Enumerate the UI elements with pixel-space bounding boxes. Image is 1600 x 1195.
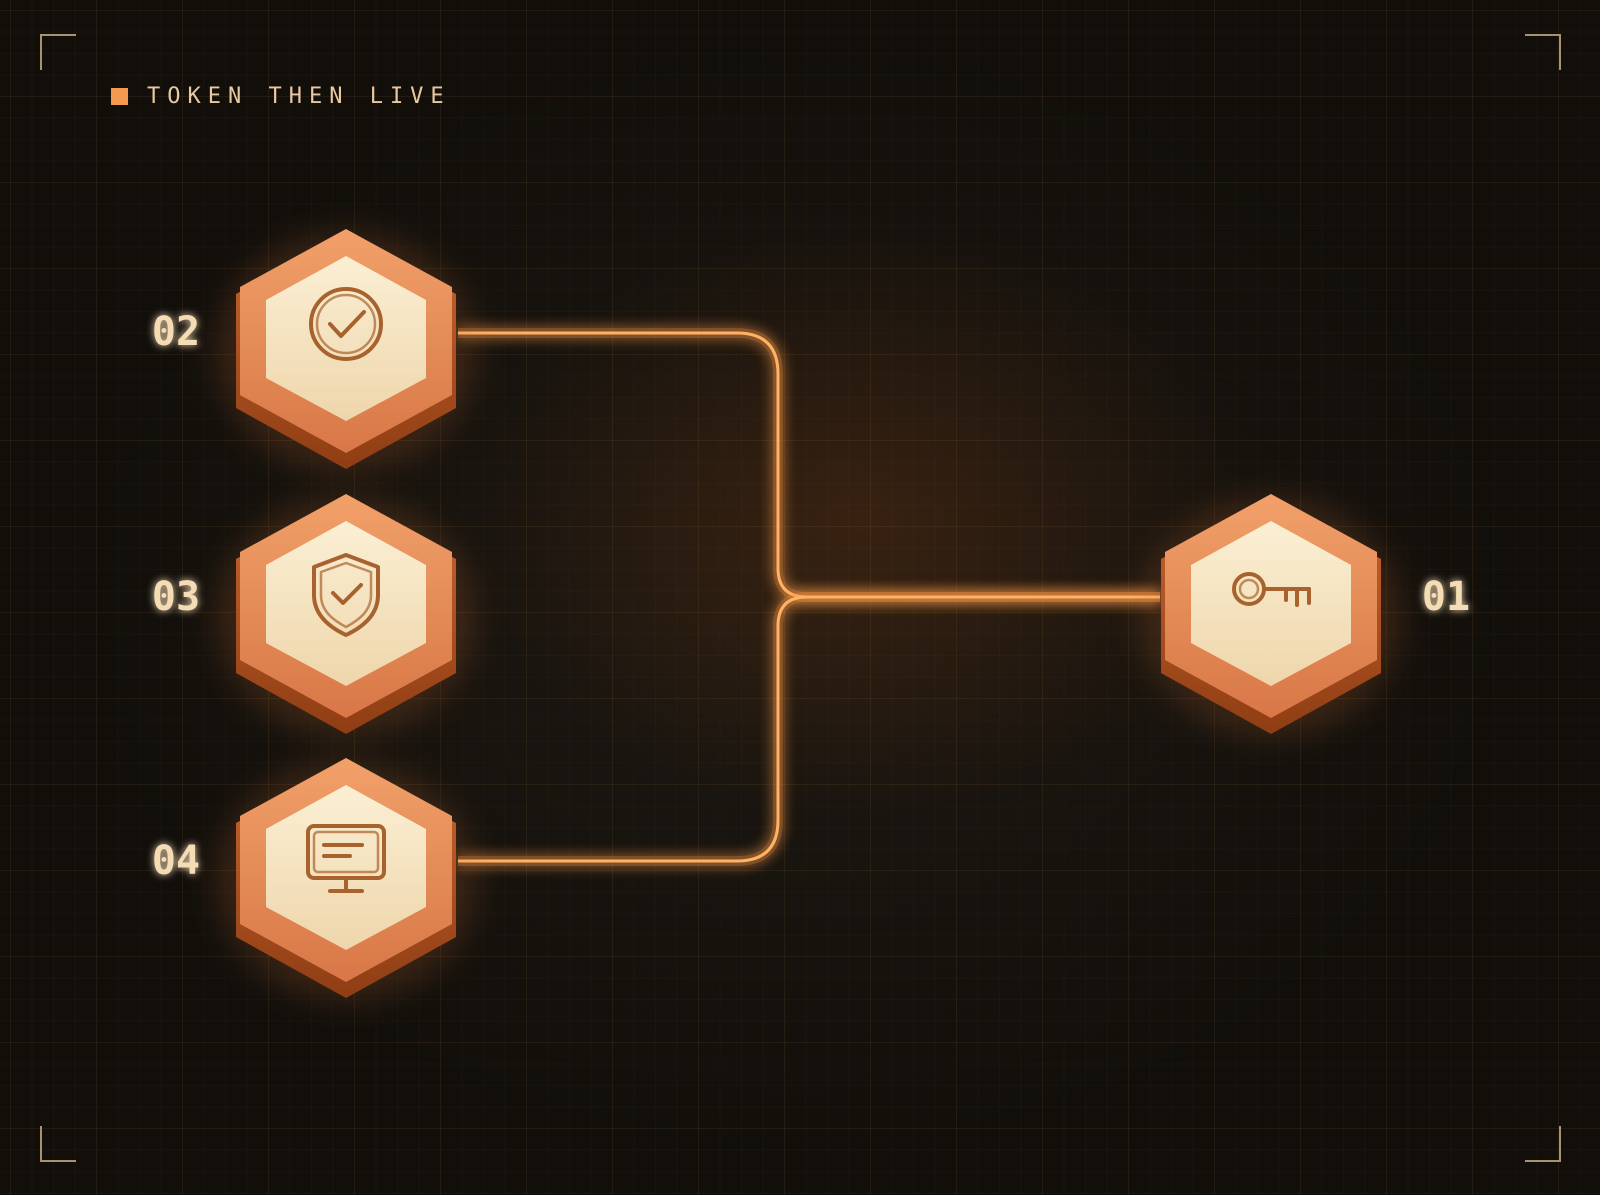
corner-bracket-top-left (40, 34, 76, 70)
corner-bracket-bottom-right (1525, 1126, 1561, 1162)
shield-check-icon (312, 553, 380, 637)
node-02[interactable]: 02 (152, 229, 476, 472)
node-04[interactable]: 04 (152, 758, 476, 1001)
key-icon (1232, 572, 1311, 607)
corner-bracket-top-right (1525, 34, 1561, 70)
hex-face (266, 256, 426, 421)
connector-glow-02-to-01 (458, 328, 1160, 602)
diagram-header: TOKEN THEN LIVE (111, 82, 451, 110)
connector-04-to-01 (458, 595, 1160, 863)
connector-glow-04-to-01 (458, 592, 1160, 866)
connector-02-to-01 (458, 331, 1160, 599)
node-label: 01 (1422, 574, 1470, 620)
nodes-layer: 02 03 (152, 229, 1470, 1001)
node-label: 03 (152, 574, 200, 620)
diagram-title: TOKEN THEN LIVE (147, 83, 451, 109)
header-marker-square (111, 87, 128, 105)
hex-face (1191, 521, 1351, 686)
corner-bracket-bottom-left (40, 1126, 76, 1162)
node-label: 02 (152, 309, 200, 355)
monitor-icon (306, 824, 386, 893)
hex-face (266, 521, 426, 686)
connector-lines (458, 328, 1160, 866)
hex-face (266, 785, 426, 950)
node-03[interactable]: 03 (152, 494, 476, 737)
check-circle-icon (309, 287, 383, 361)
node-01[interactable]: 01 (1141, 494, 1470, 737)
node-label: 04 (152, 838, 200, 884)
